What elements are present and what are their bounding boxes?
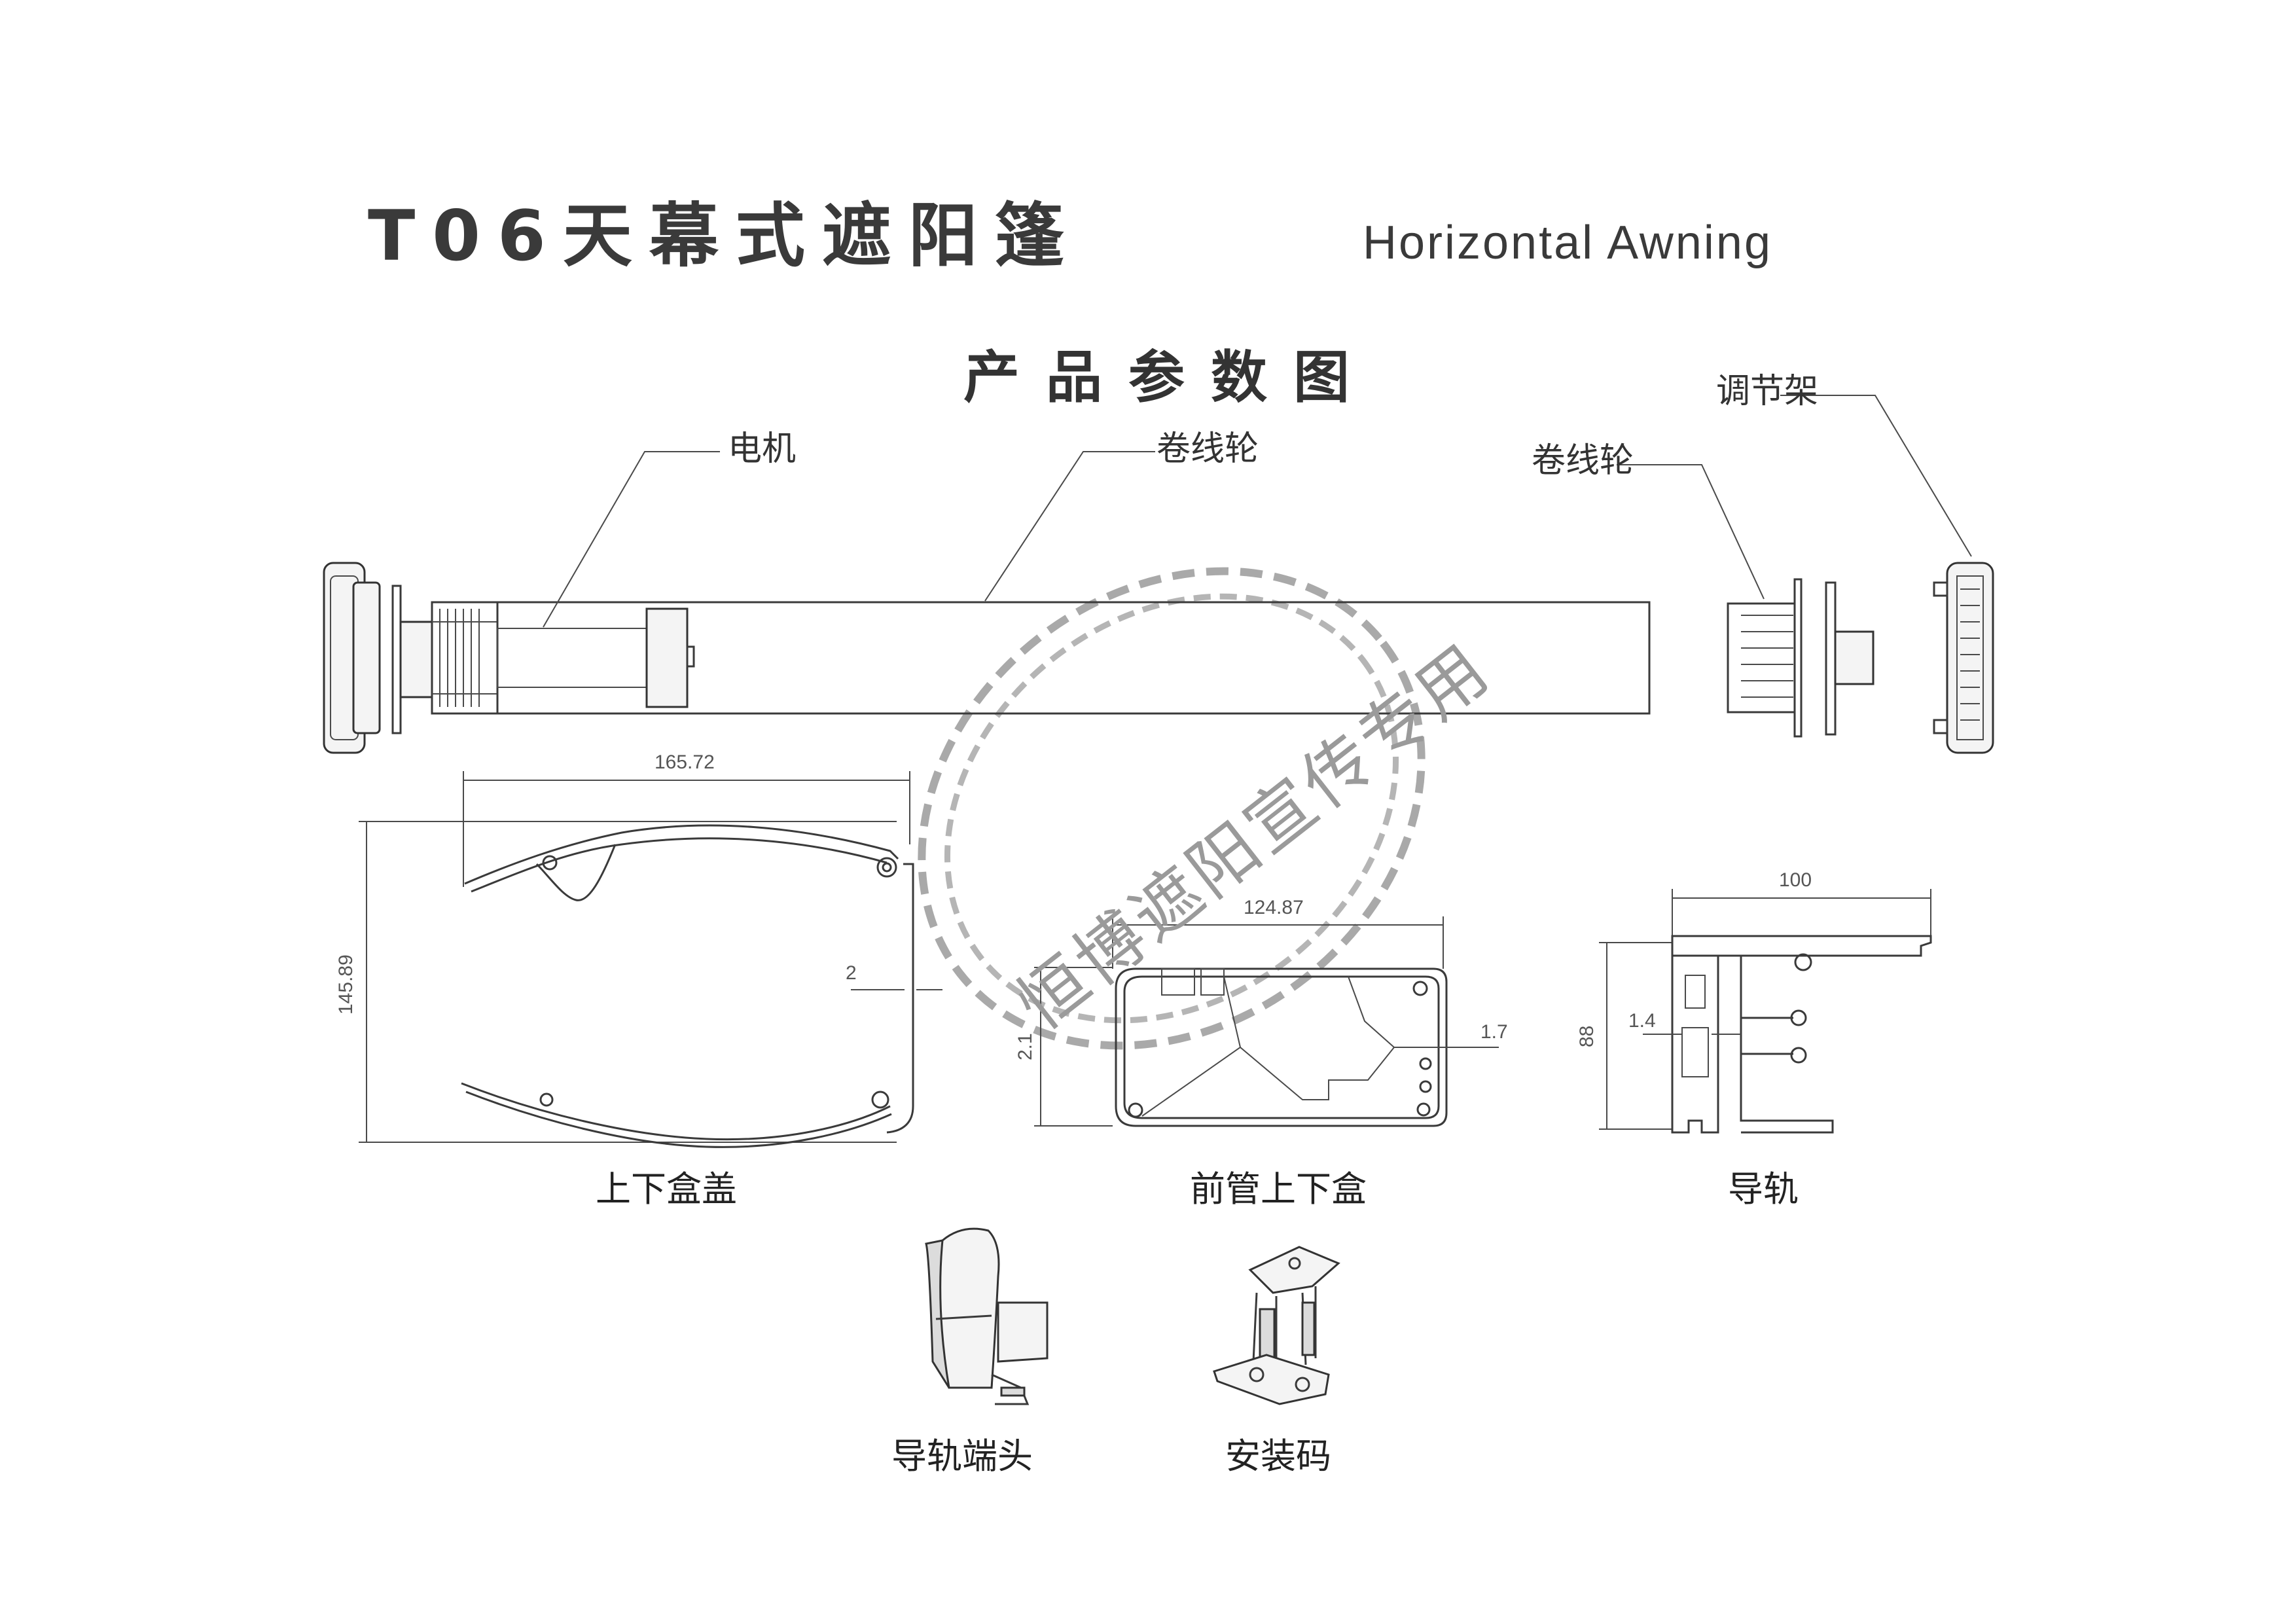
caption-mounting-bracket: 安装码 (1225, 1435, 1331, 1477)
dim-tube-wall: 1.7 (1480, 1021, 1508, 1043)
callout-adjust-bracket: 调节架 (1716, 372, 1819, 411)
caption-front-tube-box: 前管上下盒 (1190, 1168, 1367, 1210)
mounting-bracket-illustration (1213, 1246, 1340, 1405)
caption-guide-rail: 导轨 (1728, 1168, 1799, 1210)
page-title: T06天幕式遮阳篷 (368, 196, 1081, 276)
rail-end-cap-illustration (925, 1227, 1049, 1405)
caption-rail-end-cap: 导轨端头 (891, 1435, 1033, 1477)
dim-cover-width: 165.72 (655, 751, 715, 773)
box-cover-profile (359, 771, 942, 1148)
callout-reel-right: 卷线轮 (1532, 441, 1634, 480)
roller-tube-assembly (323, 562, 1994, 754)
dim-rail-wall: 1.4 (1628, 1010, 1656, 1032)
watermark-stamp (918, 567, 1426, 1050)
guide-rail-profile (1599, 889, 1932, 1134)
callout-reel-left: 卷线轮 (1157, 429, 1259, 469)
caption-box-cover: 上下盒盖 (596, 1168, 737, 1210)
dim-cover-height: 145.89 (335, 954, 357, 1015)
page-title-english: Horizontal Awning (1363, 217, 1773, 269)
dim-tube-height: 2.1 (1014, 1033, 1036, 1060)
dim-rail-width: 100 (1779, 869, 1812, 891)
front-tube-box-profile (1034, 916, 1499, 1127)
dim-rail-height: 88 (1576, 1025, 1598, 1047)
callout-leaders (543, 395, 1972, 628)
dim-cover-gap: 2 (846, 962, 857, 984)
diagram-subtitle: 产品参数图 (963, 345, 1376, 410)
dim-tube-width: 124.87 (1244, 897, 1304, 918)
callout-motor: 电机 (728, 429, 797, 469)
